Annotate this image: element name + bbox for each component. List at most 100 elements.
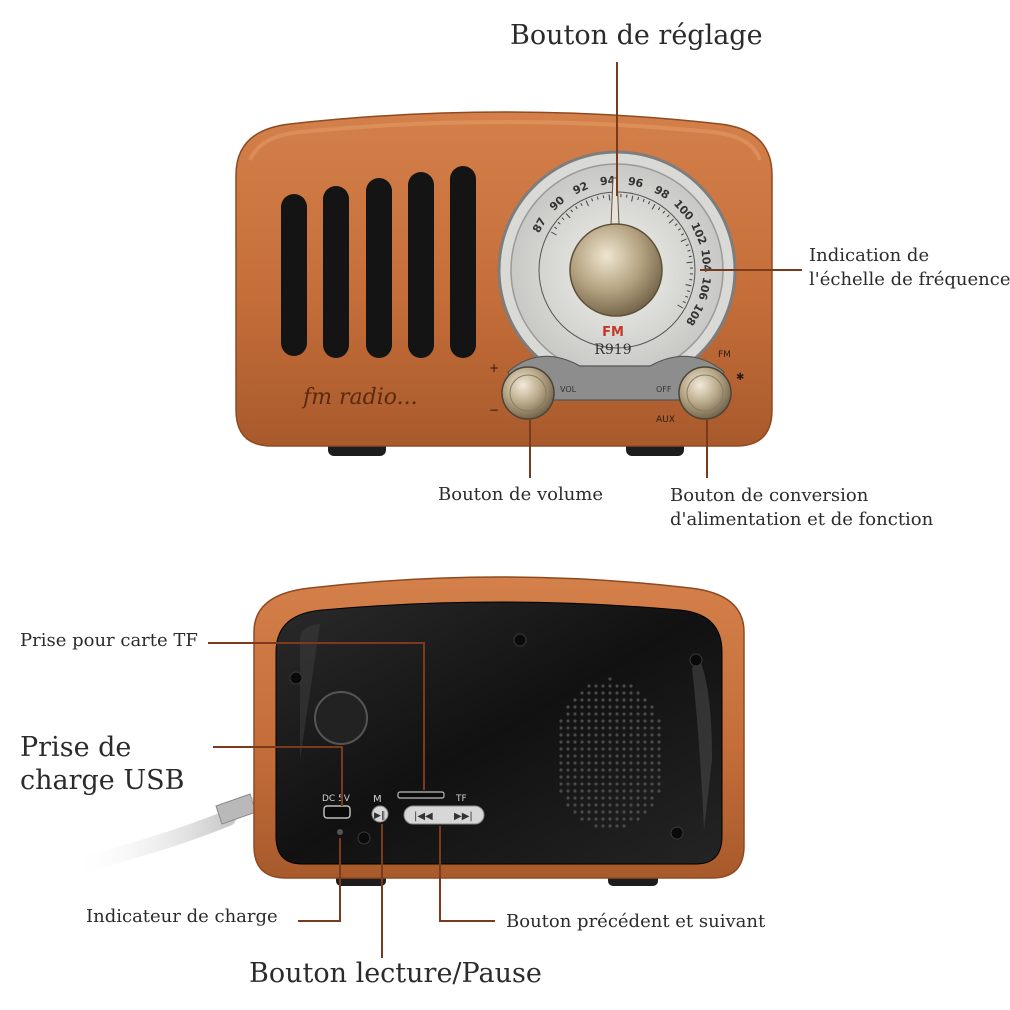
usb-cable-plug (215, 793, 257, 825)
grille-hole (629, 747, 633, 751)
grille-hole (636, 691, 640, 695)
grille-hole (587, 754, 591, 758)
prev-next-rocker[interactable] (403, 805, 485, 825)
grille-hole (566, 733, 570, 737)
grille-hole (629, 726, 633, 730)
grille-hole (573, 747, 577, 751)
grille-hole (615, 796, 619, 800)
grille-hole (587, 810, 591, 814)
grille-hole (636, 698, 640, 702)
dial-number: 94 (599, 174, 616, 189)
grille-hole (657, 740, 661, 744)
grille-hole (587, 733, 591, 737)
front-leader-lines (529, 62, 802, 478)
usb-port[interactable] (323, 805, 351, 819)
grille-hole (643, 747, 647, 751)
grille-hole (615, 768, 619, 772)
grille-hole (629, 719, 633, 723)
grille-hole (608, 691, 612, 695)
dial-tick (591, 198, 594, 202)
grille-hole (636, 740, 640, 744)
port-dc-marking: DC 5V (322, 794, 351, 804)
grille-hole (629, 712, 633, 716)
grille-hole (587, 684, 591, 688)
grille-hole (594, 698, 598, 702)
grille-hole (615, 705, 619, 709)
grille-hole (629, 761, 633, 765)
grille-hole (594, 782, 598, 786)
grille-hole (636, 817, 640, 821)
dial-tick (596, 196, 599, 200)
grille-hole (622, 691, 626, 695)
screw (357, 831, 371, 845)
grille-hole (650, 768, 654, 772)
grille-hole (566, 705, 570, 709)
rear-speaker-grille (559, 677, 661, 828)
grille-hole (636, 782, 640, 786)
tuning-knob[interactable] (569, 223, 663, 317)
grille-hole (573, 768, 577, 772)
grille-hole (650, 775, 654, 779)
grille-hole (580, 691, 584, 695)
grille-hole (643, 705, 647, 709)
dial-number: 92 (571, 179, 590, 197)
grille-hole (657, 719, 661, 723)
grille-hole (650, 761, 654, 765)
grille-hole (636, 747, 640, 751)
dial-tick (550, 231, 557, 236)
grille-hole (559, 768, 563, 772)
grille-hole (636, 754, 640, 758)
grille-hole (650, 789, 654, 793)
grille-hole (601, 754, 605, 758)
dial-tick (575, 206, 578, 210)
grille-hole (580, 817, 584, 821)
grille-hole (601, 705, 605, 709)
grille-hole (587, 768, 591, 772)
tf-card-socket-label: Prise pour carte TF (20, 630, 198, 651)
side-fm-marking: FM (718, 350, 731, 360)
grille-hole (622, 761, 626, 765)
grille-hole (587, 705, 591, 709)
dial-tick (554, 226, 558, 230)
grille-hole (629, 782, 633, 786)
grille-hole (629, 705, 633, 709)
grille-hole (573, 782, 577, 786)
grille-hole (566, 712, 570, 716)
grille-hole (629, 803, 633, 807)
grille-hole (622, 712, 626, 716)
grille-hole (566, 761, 570, 765)
dial-tick (608, 194, 611, 201)
tf-card-slot[interactable] (397, 791, 445, 799)
play-pause-icon: ▶‖ (374, 811, 385, 821)
back-panel-glare-right (692, 660, 712, 830)
grille-hole (622, 782, 626, 786)
grille-hole (573, 740, 577, 744)
leader-tf (208, 642, 425, 790)
dial-tick (662, 210, 666, 214)
play-pause-button[interactable] (371, 805, 389, 823)
grille-hole (608, 782, 612, 786)
dial-tick (688, 255, 692, 258)
grille-hole (580, 705, 584, 709)
grille-hole (636, 712, 640, 716)
mode-button-label: Bouton de conversion d'alimentation et d… (670, 484, 933, 532)
grille-hole (636, 719, 640, 723)
grille-hole (615, 740, 619, 744)
grille-hole (615, 712, 619, 716)
grille-hole (622, 775, 626, 779)
grille-hole (587, 761, 591, 765)
tuning-button-label: Bouton de réglage (510, 20, 763, 51)
grille-hole (566, 775, 570, 779)
grille-hole (650, 740, 654, 744)
dial-number: 106 (696, 276, 714, 302)
side-aux-marking: AUX (656, 415, 675, 425)
grille-hole (573, 789, 577, 793)
grille-hole (643, 698, 647, 702)
speaker-slot (450, 166, 476, 358)
grille-hole (608, 705, 612, 709)
grille-hole (559, 740, 563, 744)
grille-hole (594, 747, 598, 751)
grille-hole (587, 698, 591, 702)
grille-hole (566, 789, 570, 793)
